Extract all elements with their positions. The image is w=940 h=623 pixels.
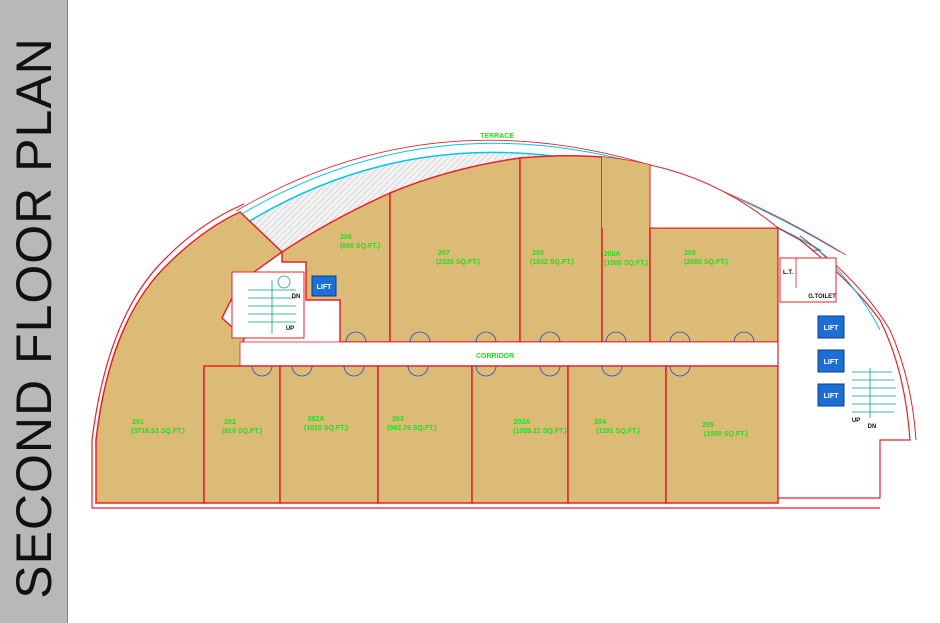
room-204-id: 204 (594, 419, 606, 426)
room-206-area: (865 SQ.FT.) (340, 243, 380, 250)
room-204-area: (1191 SQ.FT.) (596, 428, 640, 435)
west-stair-up: UP (286, 326, 294, 332)
west-stair-well (277, 275, 291, 289)
terrace-outer-edge-2 (235, 139, 847, 256)
room-202a-area: (1010 SQ.FT.) (304, 425, 348, 432)
room-206 (281, 191, 391, 343)
room-205 (665, 365, 779, 504)
lift-west (311, 275, 337, 297)
title-banner: SECOND FLOOR PLAN (0, 0, 68, 623)
room-209-id: 209 (684, 250, 696, 257)
west-stair-steps (248, 280, 296, 334)
room-208a-area: (1000 SQ.FT.) (604, 260, 648, 267)
toilet-label: G.TOILET (808, 294, 836, 300)
lift-east-3 (817, 383, 845, 407)
east-stair (852, 368, 896, 418)
north-east-void (649, 164, 780, 229)
room-202a-id: 202A (308, 416, 325, 423)
outer-curve-west (91, 203, 245, 508)
room-207-id: 207 (438, 250, 450, 257)
west-stair (231, 271, 305, 339)
lift-east-1-label: LIFT (824, 325, 839, 332)
room-208-area: (1632 SQ.FT.) (530, 259, 574, 266)
room-208-id: 208 (532, 250, 544, 257)
room-202-id: 202 (224, 419, 236, 426)
room-202-area: (910 SQ.FT.) (222, 428, 262, 435)
room-208a-top (602, 157, 650, 228)
room-203a (471, 365, 569, 504)
lift-east-2 (817, 349, 845, 373)
room-205-id: 205 (702, 422, 714, 429)
room-203a-area: (1059.21 SQ.FT.) (513, 428, 567, 435)
room-209-area: (2080 SQ.FT.) (684, 259, 728, 266)
doors-north (345, 331, 755, 343)
room-201-id: 201 (132, 419, 144, 426)
room-206-id: 206 (340, 234, 352, 241)
room-202a (279, 365, 379, 504)
terrace-outer-edge (239, 142, 841, 253)
lift-east-2-label: LIFT (824, 359, 839, 366)
east-stair-up: UP (852, 418, 860, 424)
room-202 (203, 365, 281, 504)
lift-west-label: LIFT (317, 284, 332, 291)
lift-east-3-label: LIFT (824, 393, 839, 400)
room-208 (519, 154, 603, 343)
lift-east-1 (817, 315, 845, 339)
terrace-label: TERRACE (480, 133, 514, 140)
room-203-area: (962.76 SQ.FT.) (387, 425, 437, 432)
west-stair-dn: DN (292, 294, 301, 300)
doors-south (251, 365, 691, 377)
room-203a-id: 203A (514, 419, 531, 426)
room-207 (389, 157, 521, 343)
east-stair-dn: DN (868, 424, 877, 430)
toilet-block (779, 257, 837, 303)
room-209 (649, 227, 779, 343)
room-203 (377, 365, 473, 504)
room-201-area: (3716.53 SQ.FT.) (131, 428, 185, 435)
room-204 (567, 365, 667, 504)
room-203-id: 203 (392, 416, 404, 423)
room-205-area: (1560 SQ.FT.) (704, 431, 748, 438)
room-208a-id: 208A (604, 251, 621, 258)
corridor (239, 341, 809, 367)
room-labels: 201 (3716.53 SQ.FT.) 202 (910 SQ.FT.) 20… (131, 234, 748, 438)
corridor-label: CORRIDOR (476, 353, 514, 360)
room-207-area: (2320 SQ.FT.) (436, 259, 480, 266)
lt-label: L.T. (783, 270, 793, 276)
